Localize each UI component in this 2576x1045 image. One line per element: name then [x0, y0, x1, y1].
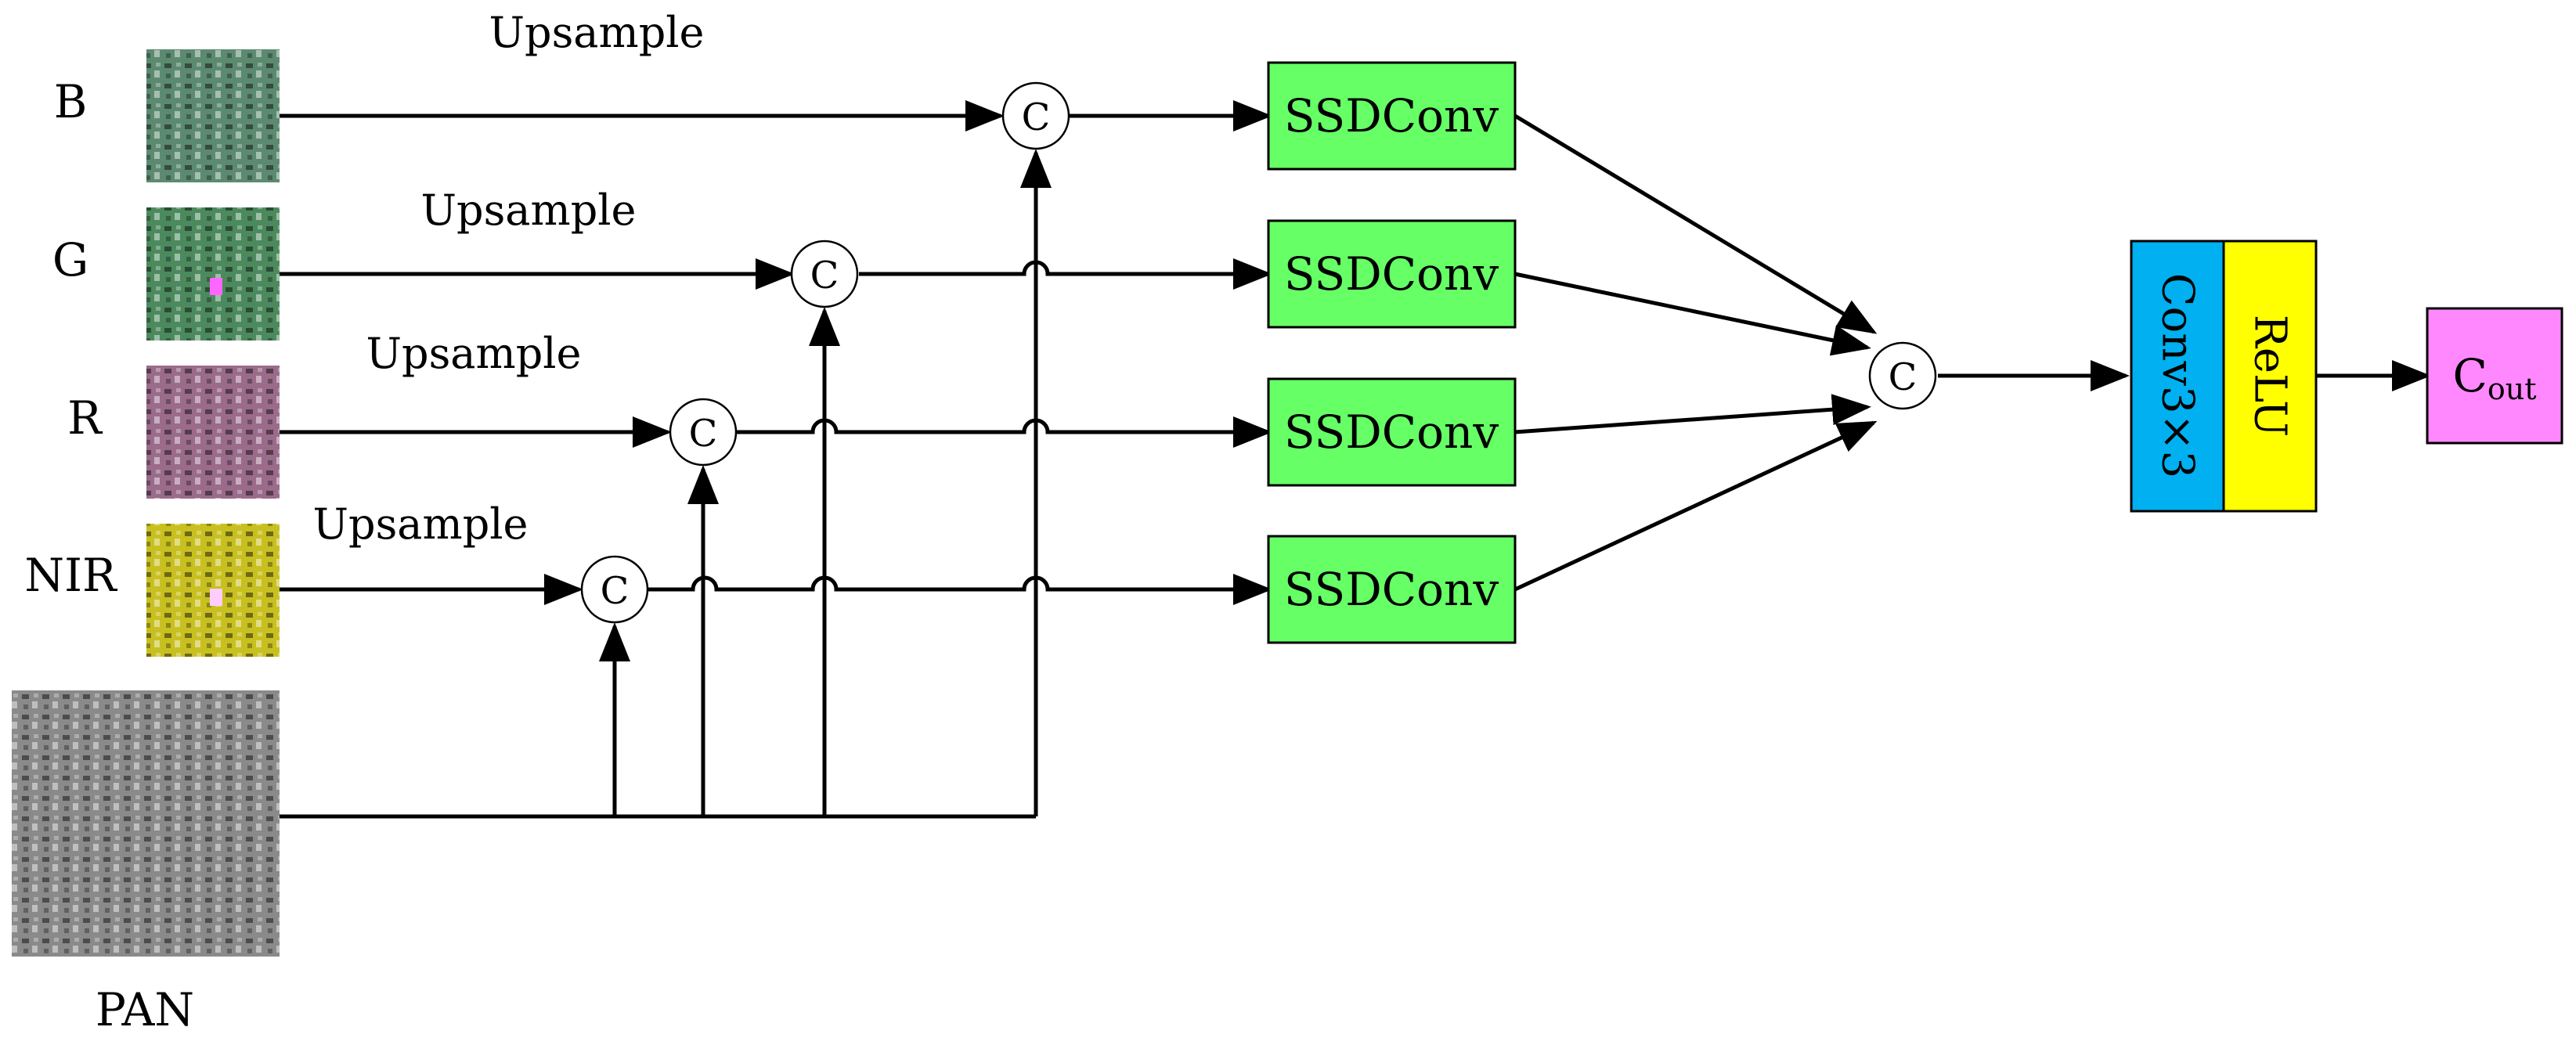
ssdconv-label: SSDConv [1284, 89, 1499, 142]
ssdconv-block-3: SSDConv [1267, 377, 1517, 487]
arrow-ssdconv2-to-concat [1514, 272, 1871, 356]
satellite-image-g [146, 207, 280, 341]
arrow-concat-nir-to-ssdconv [648, 574, 1272, 605]
upsample-label-g: Upsample [421, 186, 637, 235]
concat-symbol: C [601, 569, 630, 613]
output-block: Cout [2426, 307, 2563, 445]
conv-block: Conv3×3 [2130, 240, 2225, 513]
concat-symbol: C [1889, 355, 1918, 399]
output-label-main: C [2452, 349, 2487, 402]
output-label: Cout [2452, 349, 2536, 406]
relu-block: ReLU [2222, 240, 2318, 513]
upsample-label-b: Upsample [489, 8, 705, 57]
arrow-concat-g-to-ssdconv [859, 258, 1272, 290]
ssdconv-label: SSDConv [1284, 247, 1499, 301]
concat-node-final: C [1868, 341, 1937, 410]
label-g: G [52, 233, 88, 286]
output-label-sub: out [2488, 372, 2537, 406]
label-b: B [54, 75, 88, 128]
arrow-concat-r-to-ssdconv [736, 416, 1272, 448]
satellite-image-r [146, 366, 280, 499]
upsample-label-nir: Upsample [313, 499, 529, 549]
concat-node-b: C [1001, 81, 1070, 150]
concat-node-g: C [790, 240, 859, 308]
satellite-image-b [146, 49, 280, 182]
concat-symbol: C [1022, 95, 1051, 139]
concat-symbol: C [810, 254, 839, 297]
ssdconv-block-4: SSDConv [1267, 535, 1517, 644]
concat-node-r: C [669, 398, 738, 467]
arrow-ssdconv1-to-concat [1513, 114, 1878, 334]
ssdconv-label: SSDConv [1284, 563, 1499, 616]
concat-symbol: C [689, 412, 718, 456]
label-r: R [67, 391, 103, 445]
arrow-ssdconv4-to-concat [1513, 420, 1878, 592]
label-nir: NIR [24, 549, 118, 602]
upsample-label-r: Upsample [366, 329, 582, 378]
arrow-ssdconv3-to-concat [1514, 394, 1871, 434]
satellite-image-nir [146, 524, 280, 657]
relu-label: ReLU [2245, 315, 2296, 438]
satellite-image-pan [12, 690, 280, 957]
ssdconv-block-1: SSDConv [1267, 61, 1517, 171]
ssdconv-label: SSDConv [1284, 405, 1499, 459]
label-pan: PAN [96, 983, 194, 1036]
ssdconv-block-2: SSDConv [1267, 219, 1517, 329]
conv-label: Conv3×3 [2152, 273, 2203, 478]
concat-node-nir: C [580, 555, 649, 624]
